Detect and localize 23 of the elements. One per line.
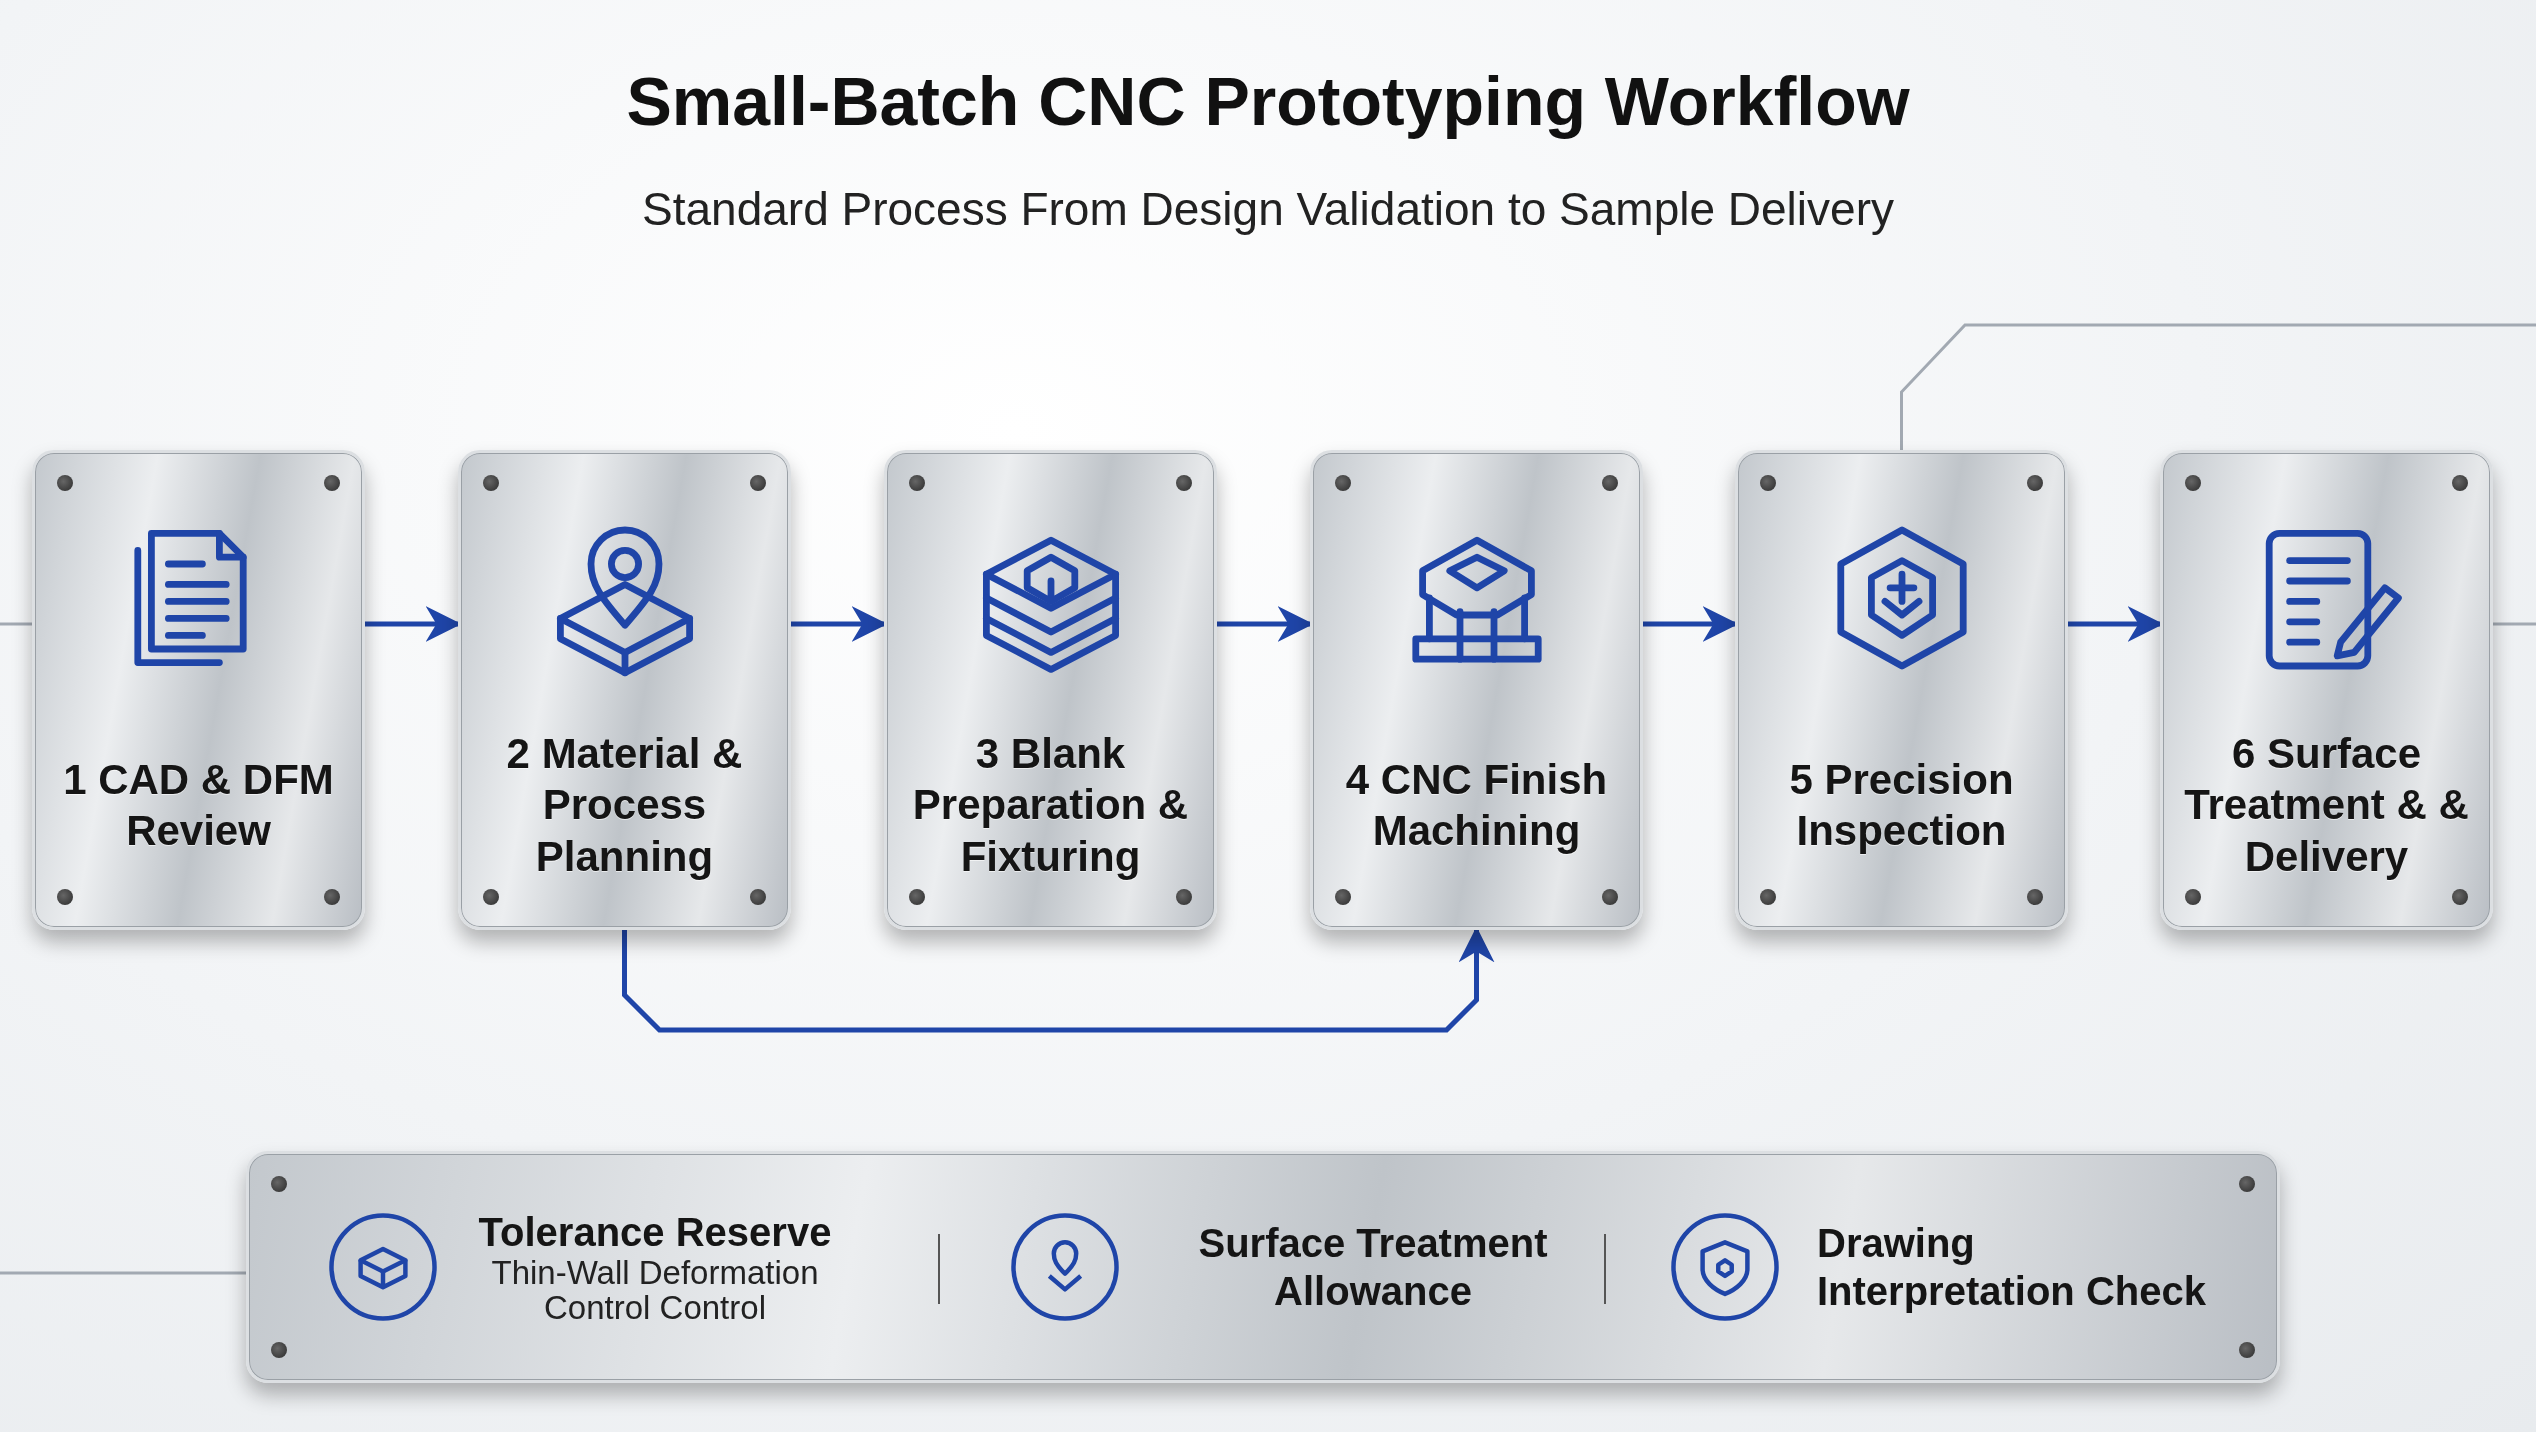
item-title: Tolerance Reserve: [478, 1209, 832, 1257]
step-label: 4 CNC Finish Machining: [1344, 754, 1609, 856]
connector-line: [1900, 323, 2536, 450]
item-title: Drawing Interpretation Check: [1817, 1220, 2207, 1315]
step-label: 3 Blank Preparation & Fixturing: [911, 729, 1190, 882]
step-label: 2 Material & Process Planning: [505, 729, 744, 882]
connector-line: [0, 1271, 246, 1275]
title: Small-Batch CNC Prototyping Workflow: [625, 62, 1911, 140]
item-title: Surface Treatment Allowance: [1197, 1220, 1549, 1315]
step-plate: [1735, 450, 2068, 930]
step-plate: [2160, 450, 2493, 930]
step-plate: [884, 450, 1217, 930]
item-subtitle: Thin-Wall Deformation Control Control: [490, 1256, 820, 1326]
connector-line: [2493, 622, 2536, 626]
step-label: 5 Precision Inspection: [1788, 754, 2015, 856]
step-plate: [32, 450, 365, 930]
step-plate: [1310, 450, 1643, 930]
step-label: 1 CAD & DFM Review: [62, 754, 335, 856]
metal-panel: [246, 1151, 2280, 1383]
subtitle: Standard Process From Design Validation to Sample Delivery: [641, 182, 1895, 236]
connector-line: [0, 622, 32, 626]
step-label: 6 Surface Treatment & & Delivery: [2183, 729, 2470, 882]
step-plate: [458, 450, 791, 930]
